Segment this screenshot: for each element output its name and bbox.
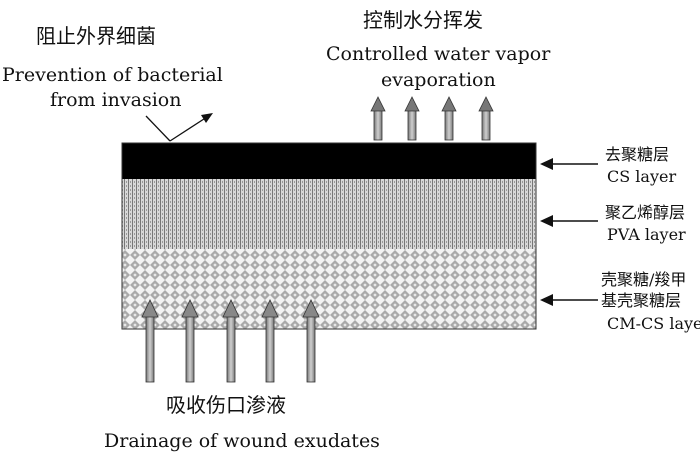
- cs-layer-pointer: [540, 158, 598, 170]
- vapor-arrows: [370, 96, 494, 141]
- exudate-arrow-4: [261, 299, 279, 383]
- exudate-arrow-3: [222, 299, 240, 383]
- bacteria-deflection-arrow: [145, 113, 213, 142]
- vapor-label-en-2: evaporation: [381, 69, 496, 91]
- cm-cs-layer-label-zh-2: 基壳聚糖层: [601, 291, 681, 310]
- vapor-arrow-3: [441, 96, 457, 141]
- bacteria-label-en-1: Prevention of bacterial: [2, 64, 223, 86]
- cs-layer-label-en: CS layer: [607, 167, 676, 186]
- pva-layer-label-zh: 聚乙烯醇层: [605, 203, 685, 222]
- layer-stack-border: [121, 142, 537, 330]
- exudate-arrow-2: [181, 299, 199, 383]
- cm-cs-layer-label-zh-1: 壳聚糖/羧甲: [601, 270, 686, 289]
- cs-layer: [122, 143, 536, 179]
- vapor-label-en-1: Controlled water vapor: [326, 43, 551, 65]
- exudate-label-zh: 吸收伤口渗液: [166, 393, 286, 417]
- exudate-arrow-1: [141, 299, 159, 383]
- vapor-arrow-1: [370, 96, 386, 141]
- vapor-arrow-2: [404, 96, 420, 141]
- pva-layer: [122, 179, 536, 249]
- bacteria-label-en-2: from invasion: [50, 89, 182, 111]
- vapor-label-zh: 控制水分挥发: [363, 8, 483, 32]
- exudate-label-en: Drainage of wound exudates: [104, 430, 380, 452]
- bacteria-label-zh: 阻止外界细菌: [36, 24, 156, 48]
- cs-layer-label-zh: 去聚糖层: [605, 145, 669, 164]
- exudate-arrows: [141, 299, 320, 383]
- cm-cs-layer-pointer: [540, 294, 598, 306]
- exudate-arrow-5: [302, 299, 320, 383]
- cm-cs-layer-label-en: CM-CS layer: [607, 314, 700, 333]
- pva-layer-label-en: PVA layer: [607, 225, 686, 244]
- vapor-arrow-4: [478, 96, 494, 141]
- pva-layer-pointer: [540, 215, 598, 227]
